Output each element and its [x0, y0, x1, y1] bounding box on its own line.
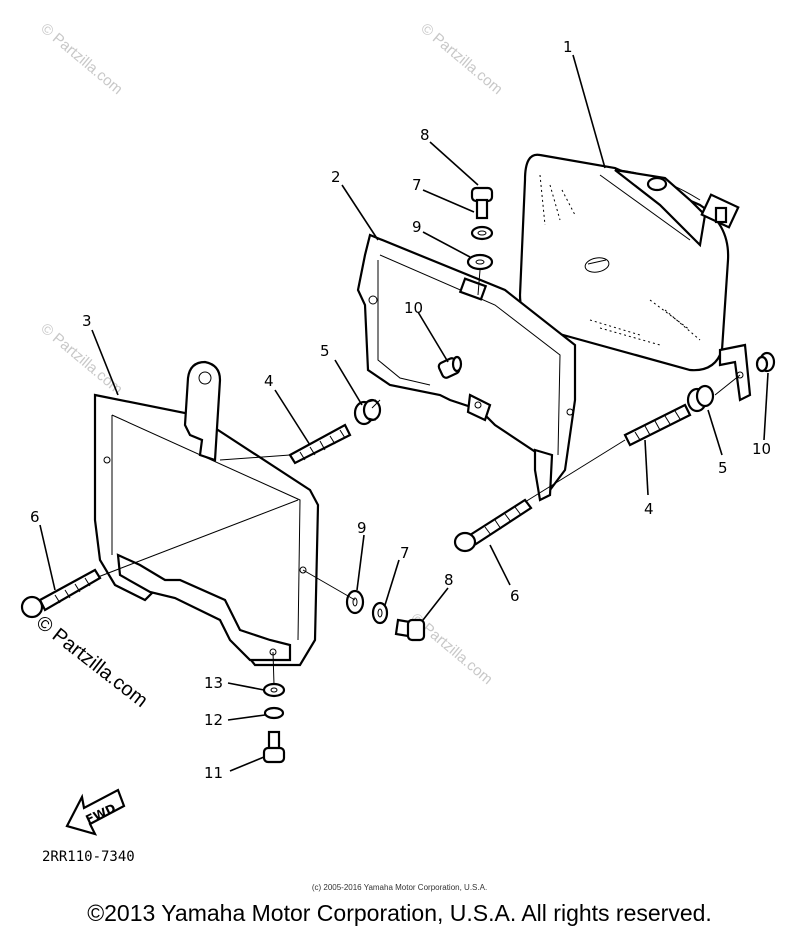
callout-5: 5 — [718, 459, 728, 477]
lock-washer-top — [470, 225, 494, 241]
callout-6: 6 — [30, 508, 40, 526]
callout-9: 9 — [412, 218, 422, 236]
bushing-right — [755, 351, 776, 373]
headlight-unit — [518, 153, 752, 402]
screw-top — [470, 186, 494, 220]
watermark-prominent: © Partzilla.com — [32, 612, 152, 712]
flat-washer-bottom — [345, 589, 365, 615]
callout-13: 13 — [204, 674, 223, 692]
callout-4: 4 — [264, 372, 274, 390]
long-screw-right — [453, 498, 533, 553]
callout-labels: 1 2 3 4 4 5 5 6 6 7 7 8 8 9 9 10 10 11 1… — [30, 38, 771, 782]
lens-pattern — [539, 174, 701, 346]
bushing-left — [437, 355, 463, 379]
diagram-code: 2RR110-7340 — [42, 849, 135, 865]
flat-washer-top — [466, 253, 494, 271]
callout-10: 10 — [752, 440, 771, 458]
main-copyright-notice: ©2013 Yamaha Motor Corporation, U.S.A. A… — [87, 900, 712, 926]
callout-2: 2 — [331, 168, 341, 186]
adjusting-spring-right — [623, 403, 692, 447]
lock-washer-12 — [263, 706, 285, 720]
adjusting-nut-right — [686, 384, 715, 413]
callout-8: 8 — [420, 126, 430, 144]
long-screw-left — [20, 568, 102, 619]
leader-lines — [39, 54, 769, 772]
callout-5: 5 — [320, 342, 330, 360]
callout-11: 11 — [204, 764, 223, 782]
callout-12: 12 — [204, 711, 223, 729]
inner-frame-bracket — [356, 233, 577, 502]
outer-frame — [93, 360, 320, 667]
screw-11 — [262, 730, 286, 764]
watermark-text: © Partzilla.com — [417, 20, 505, 98]
callout-8: 8 — [444, 571, 454, 589]
callout-1: 1 — [563, 38, 573, 56]
adjusting-nut-left — [353, 398, 382, 426]
watermark-text: © Partzilla.com — [37, 20, 125, 98]
washer-13 — [262, 682, 286, 698]
forward-direction-arrow: FWD — [65, 788, 126, 836]
callout-9: 9 — [357, 519, 367, 537]
callout-7: 7 — [400, 544, 410, 562]
assembly-lines — [97, 269, 741, 686]
screw-bottom — [394, 618, 426, 642]
callout-4: 4 — [644, 500, 654, 518]
callout-7: 7 — [412, 176, 422, 194]
watermark-text: © Partzilla.com — [37, 320, 125, 398]
small-copyright-notice: (c) 2005-2016 Yamaha Motor Corporation, … — [311, 883, 488, 892]
callout-3: 3 — [82, 312, 92, 330]
callout-10: 10 — [404, 299, 423, 317]
adjusting-spring-left — [288, 423, 352, 465]
callout-6: 6 — [510, 587, 520, 605]
lock-washer-bottom — [371, 601, 389, 625]
